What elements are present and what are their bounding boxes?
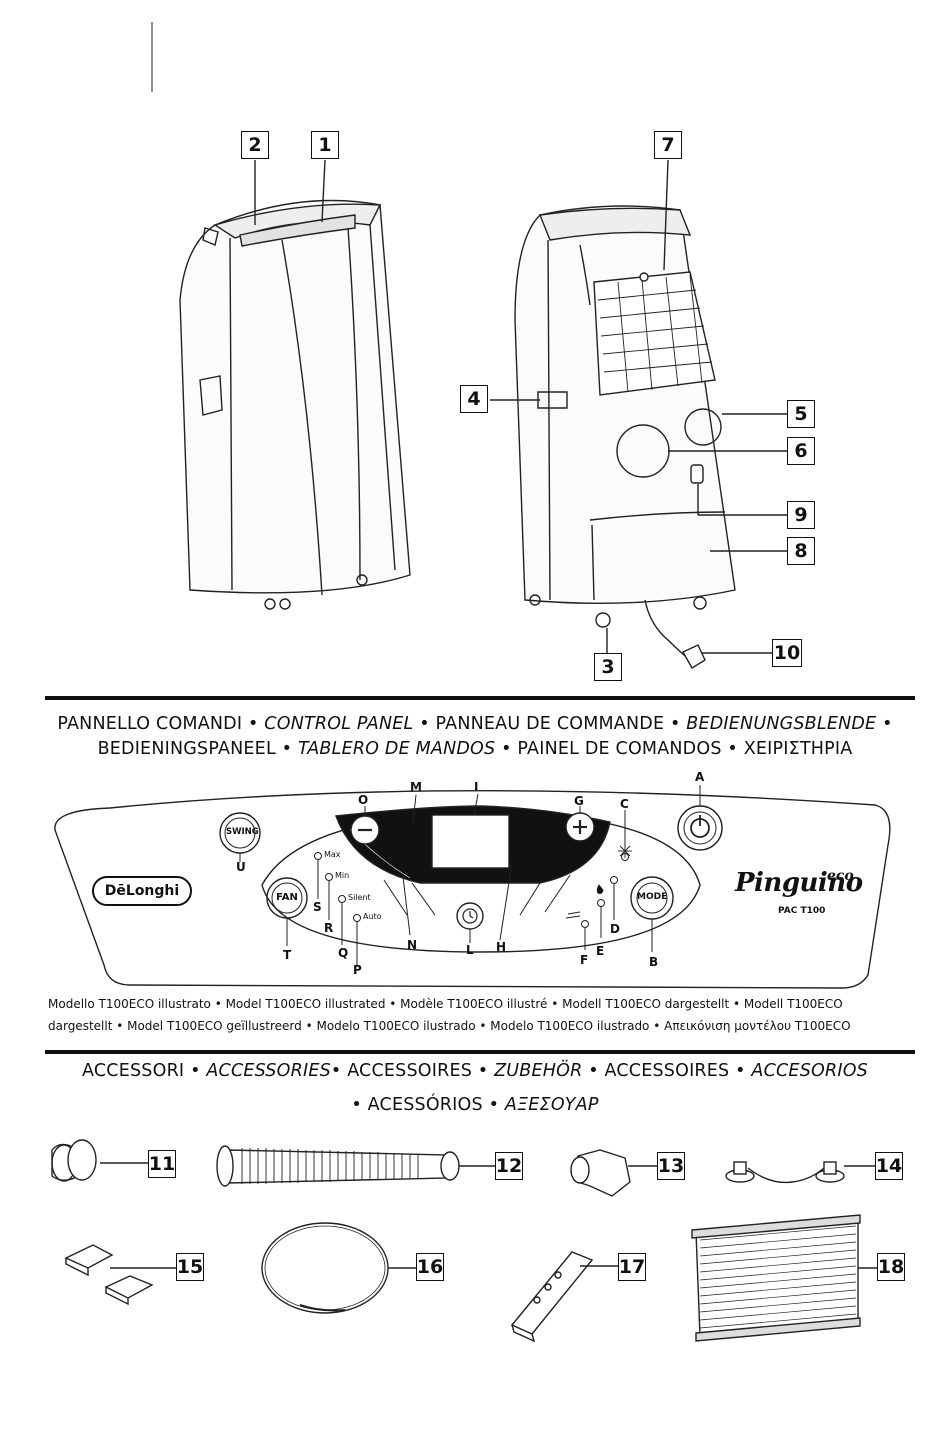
control-panel-heading-line2: BEDIENINGSPANEEL • TABLERO DE MANDOS • P… bbox=[97, 739, 853, 759]
section-rule bbox=[45, 696, 915, 700]
mode-button[interactable]: MODE bbox=[637, 892, 668, 902]
panel-label-p: P bbox=[353, 963, 362, 977]
panel-label-o: O bbox=[358, 793, 369, 807]
panel-label-b: B bbox=[649, 955, 659, 969]
delonghi-logo: DēLonghi bbox=[92, 876, 192, 906]
front-unit-drawing bbox=[179, 199, 411, 610]
panel-label-h: H bbox=[496, 940, 507, 954]
callout-7: 7 bbox=[654, 131, 682, 159]
callout-3: 3 bbox=[594, 653, 622, 681]
callout-1: 1 bbox=[311, 131, 339, 159]
panel-label-q: Q bbox=[338, 946, 349, 960]
fan-level-max: Max bbox=[324, 850, 341, 859]
callout-10: 10 bbox=[772, 639, 802, 667]
fan-button[interactable]: FAN bbox=[276, 892, 298, 903]
section-rule-accessories bbox=[45, 1050, 915, 1054]
model-caption-line2: dargestellt • Model T100ECO geïllustreer… bbox=[48, 1019, 851, 1033]
back-unit-drawing bbox=[514, 205, 736, 669]
panel-label-e: E bbox=[596, 944, 605, 958]
fan-level-min: Min bbox=[335, 871, 350, 880]
panel-label-c: C bbox=[620, 797, 629, 811]
panel-label-i: I bbox=[474, 780, 479, 794]
panel-label-d: D bbox=[610, 922, 620, 936]
fan-level-auto: Auto bbox=[363, 912, 382, 921]
panel-label-r: R bbox=[324, 921, 334, 935]
control-panel-heading-line1: PANNELLO COMANDI • CONTROL PANEL • PANNE… bbox=[57, 714, 893, 734]
pinguino-logo: Pinguino bbox=[735, 868, 863, 898]
fan-level-silent: Silent bbox=[348, 893, 371, 902]
panel-label-f: F bbox=[580, 953, 589, 967]
swing-button[interactable]: SWING bbox=[226, 827, 259, 837]
accessories-heading-line2: • ACESSÓRIOS • ΑΞΕΣΟΥΑΡ bbox=[351, 1095, 599, 1115]
panel-label-t: T bbox=[283, 948, 292, 962]
panel-label-l: L bbox=[466, 943, 474, 957]
callout-14: 14 bbox=[875, 1152, 903, 1180]
callout-17: 17 bbox=[618, 1253, 646, 1281]
model-badge: PAC T100 bbox=[778, 906, 826, 916]
panel-label-s: S bbox=[313, 900, 322, 914]
callout-2: 2 bbox=[241, 131, 269, 159]
panel-label-m: M bbox=[410, 780, 422, 794]
callout-18: 18 bbox=[877, 1253, 905, 1281]
callout-11: 11 bbox=[148, 1150, 176, 1178]
callout-8: 8 bbox=[787, 537, 815, 565]
callout-9: 9 bbox=[787, 501, 815, 529]
control-panel-drawing bbox=[54, 785, 891, 989]
accessories-heading-line1: ACCESSORI • ACCESSORIES• ACCESSOIRES • Z… bbox=[82, 1061, 868, 1081]
accessories-drawing bbox=[51, 1139, 877, 1343]
eco-logo: eco bbox=[827, 868, 854, 884]
panel-label-g: G bbox=[574, 794, 584, 808]
panel-label-a: A bbox=[695, 770, 705, 784]
panel-label-n: N bbox=[407, 938, 418, 952]
callout-15: 15 bbox=[176, 1253, 204, 1281]
model-caption-line1: Modello T100ECO illustrato • Model T100E… bbox=[48, 997, 843, 1011]
callout-13: 13 bbox=[657, 1152, 685, 1180]
callout-12: 12 bbox=[495, 1152, 523, 1180]
callout-5: 5 bbox=[787, 400, 815, 428]
callout-4: 4 bbox=[460, 385, 488, 413]
callout-16: 16 bbox=[416, 1253, 444, 1281]
callout-6: 6 bbox=[787, 437, 815, 465]
panel-label-u: U bbox=[236, 860, 246, 874]
